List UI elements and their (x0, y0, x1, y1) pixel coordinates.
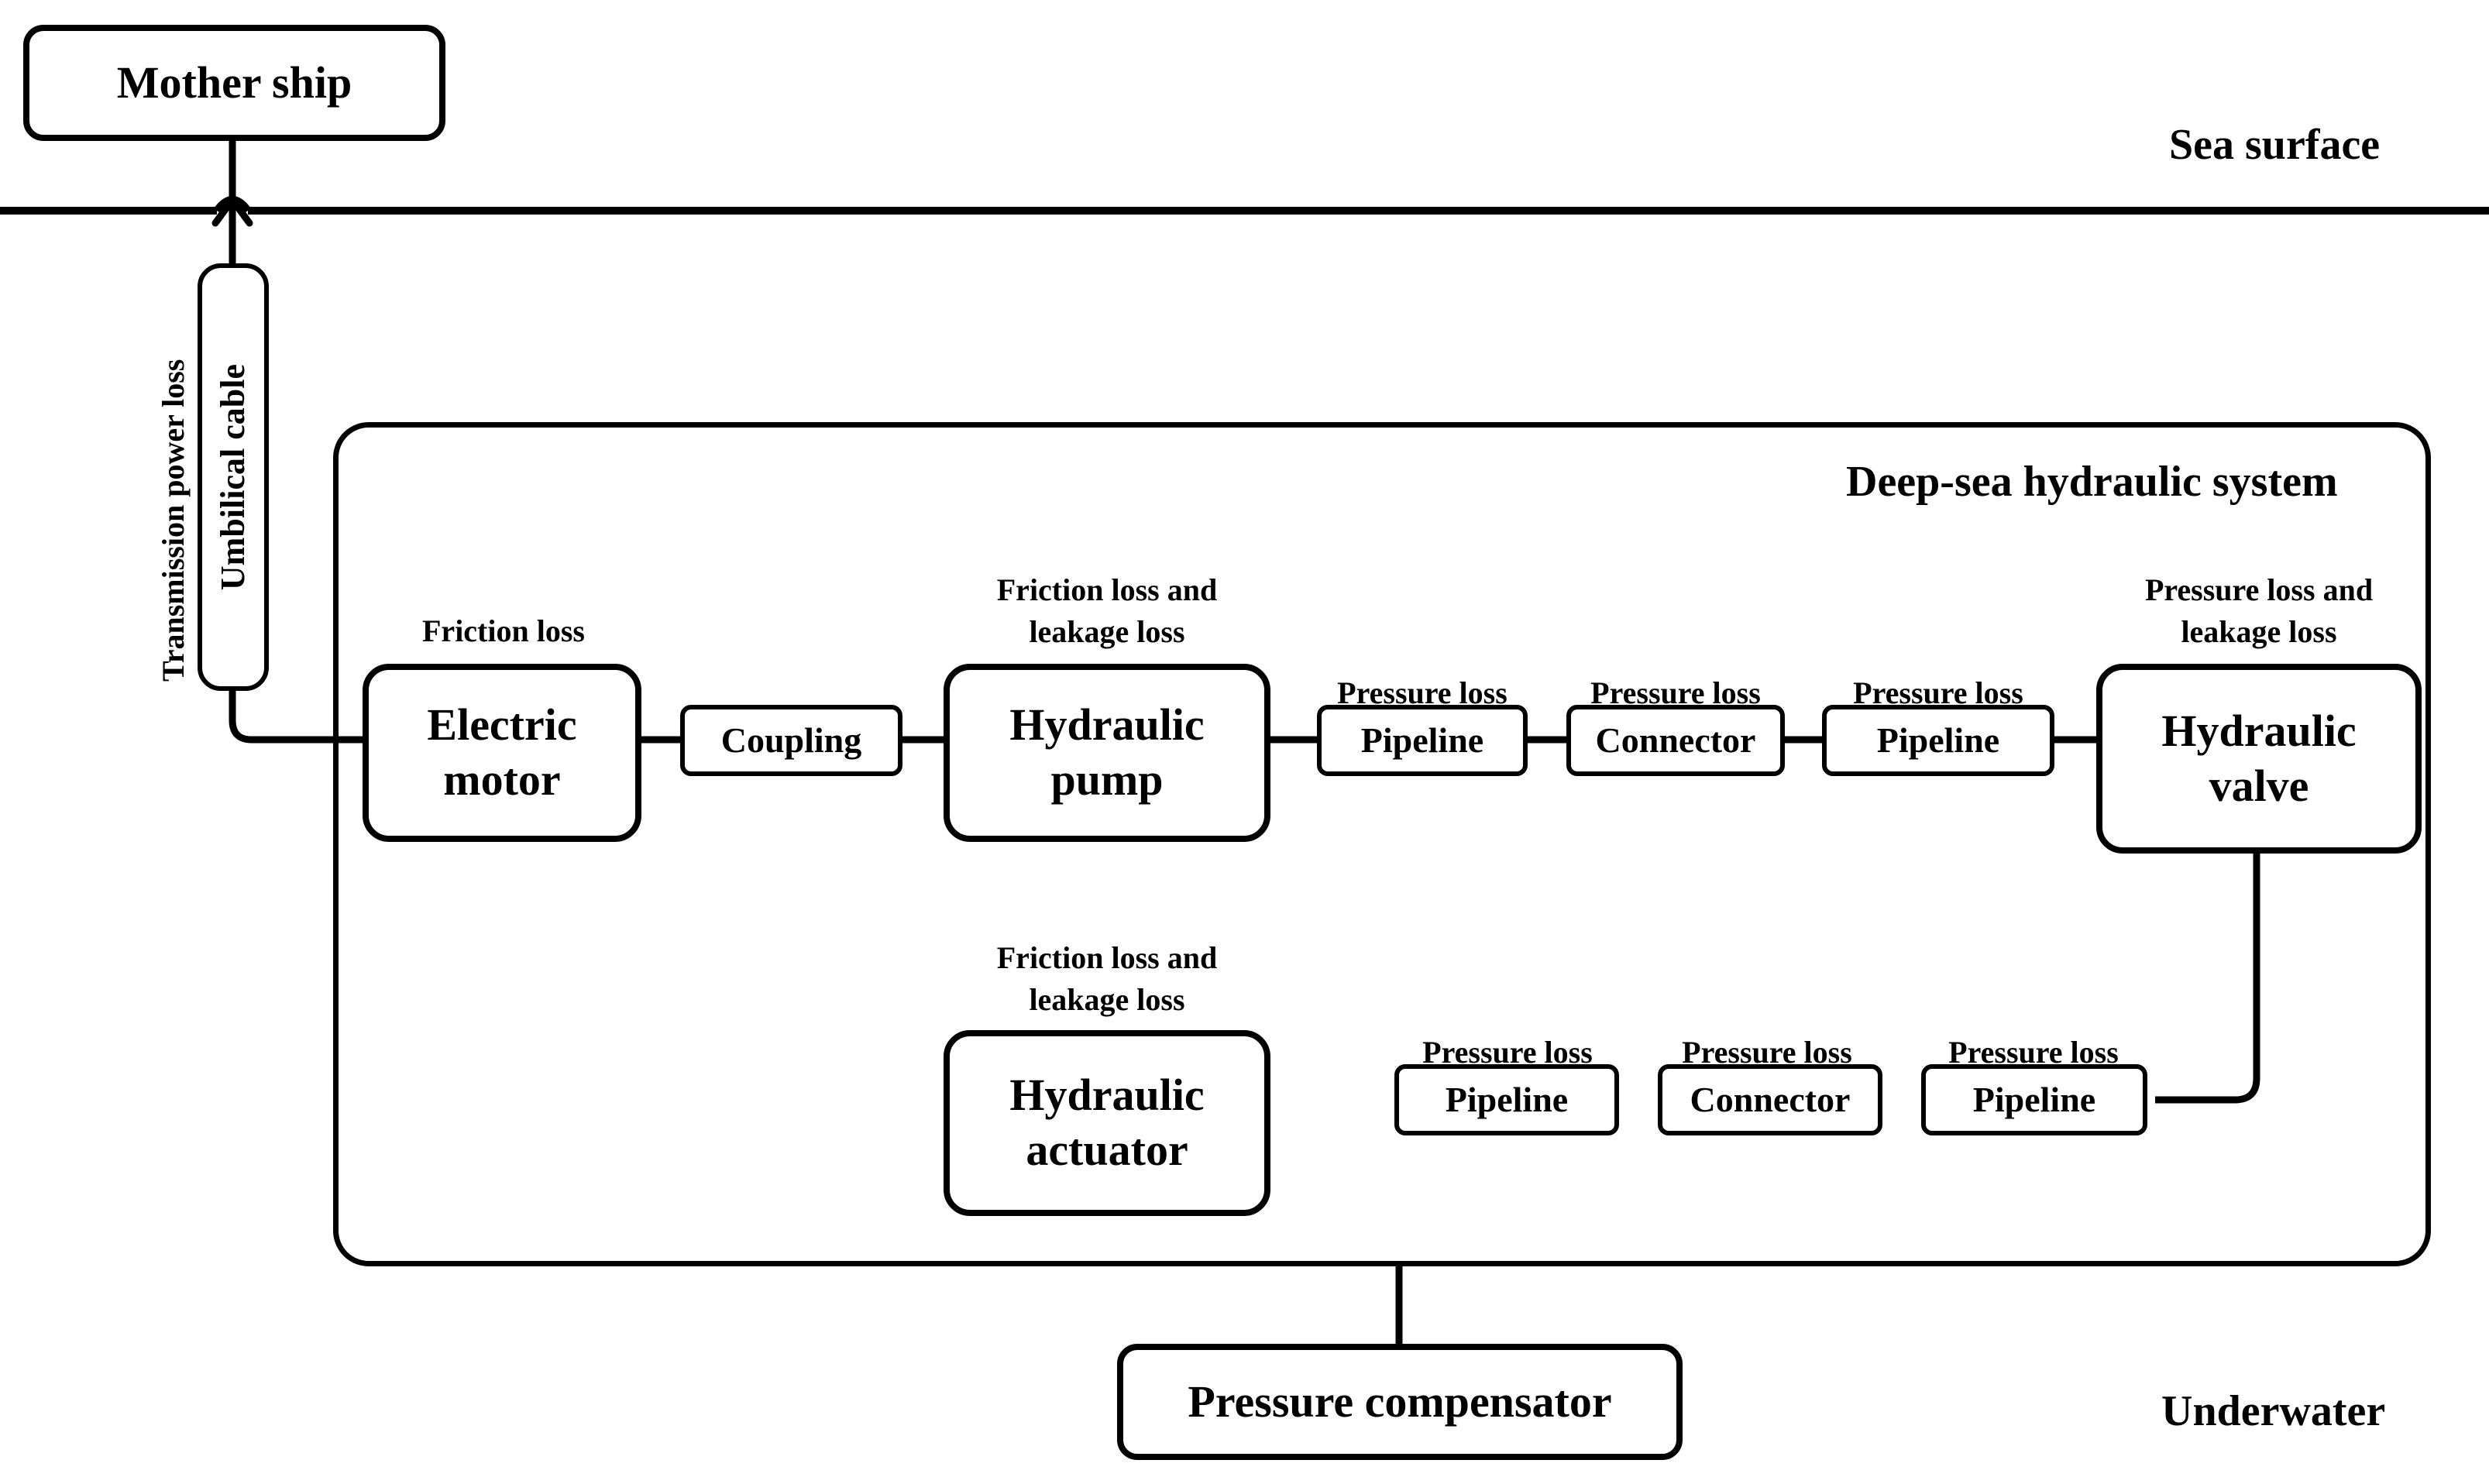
deep-sea-hydraulic-system-boundary (333, 422, 2431, 1266)
node-hydraulic-actuator-label: Hydraulic actuator (1009, 1070, 1205, 1175)
node-coupling[interactable]: Coupling (680, 705, 902, 776)
loss-label-hydraulic-actuator: Friction loss and leakage loss (996, 940, 1218, 1017)
node-hydraulic-actuator[interactable]: Hydraulic actuator (944, 1030, 1270, 1216)
node-pipeline-bottom-2-label: Pipeline (1972, 1079, 2096, 1119)
underwater-label: Underwater (2161, 1387, 2386, 1435)
node-pipeline-bottom-2[interactable]: Pipeline (1921, 1064, 2147, 1135)
node-hydraulic-valve-label: Hydraulic valve (2161, 705, 2357, 811)
node-hydraulic-pump-label: Hydraulic pump (1009, 699, 1205, 805)
node-pipeline-top-1[interactable]: Pipeline (1317, 705, 1528, 776)
node-connector-bottom-label: Connector (1690, 1079, 1851, 1119)
node-connector-top-label: Connector (1595, 720, 1756, 760)
loss-label-connector-bottom: Pressure loss (1682, 1035, 1852, 1070)
deep-sea-hydraulic-system-label: Deep-sea hydraulic system (1846, 458, 2338, 506)
node-umbilical-cable-label: Umbilical cable (214, 363, 253, 591)
node-pipeline-top-1-label: Pipeline (1360, 720, 1484, 760)
loss-label-hydraulic-valve: Pressure loss and leakage loss (2144, 572, 2374, 649)
node-mother-ship-label: Mother ship (116, 57, 352, 108)
node-coupling-label: Coupling (720, 720, 862, 760)
sea-surface-label: Sea surface (2169, 121, 2381, 169)
node-electric-motor-label: Electric motor (427, 699, 577, 805)
upward-arrow-icon (211, 196, 253, 227)
loss-label-pipeline-top-2: Pressure loss (1853, 675, 2023, 710)
node-electric-motor[interactable]: Electric motor (363, 664, 641, 842)
loss-label-pipeline-top-1: Pressure loss (1337, 675, 1507, 710)
loss-label-pipeline-bottom-1: Pressure loss (1422, 1035, 1593, 1070)
node-pipeline-bottom-1-label: Pipeline (1445, 1079, 1569, 1119)
loss-label-hydraulic-pump: Friction loss and leakage loss (996, 572, 1218, 649)
node-umbilical-cable[interactable]: Umbilical cable (198, 263, 269, 691)
loss-label-transmission: Transmission power loss (156, 359, 191, 682)
node-mother-ship[interactable]: Mother ship (23, 25, 445, 141)
node-connector-bottom[interactable]: Connector (1658, 1064, 1882, 1135)
node-pipeline-top-2-label: Pipeline (1876, 720, 2000, 760)
loss-label-connector-top: Pressure loss (1590, 675, 1761, 710)
node-pressure-compensator-label: Pressure compensator (1188, 1376, 1612, 1427)
loss-label-pipeline-bottom-2: Pressure loss (1948, 1035, 2119, 1070)
node-pipeline-bottom-1[interactable]: Pipeline (1394, 1064, 1619, 1135)
cable-to-motor-line (229, 691, 364, 744)
node-connector-top[interactable]: Connector (1566, 705, 1785, 776)
node-hydraulic-pump[interactable]: Hydraulic pump (944, 664, 1270, 842)
node-pressure-compensator[interactable]: Pressure compensator (1117, 1344, 1683, 1460)
loss-label-electric-motor: Friction loss (422, 613, 585, 648)
node-hydraulic-valve[interactable]: Hydraulic valve (2096, 664, 2422, 854)
node-pipeline-top-2[interactable]: Pipeline (1822, 705, 2054, 776)
valve-to-bottom-line (2155, 852, 2260, 1104)
